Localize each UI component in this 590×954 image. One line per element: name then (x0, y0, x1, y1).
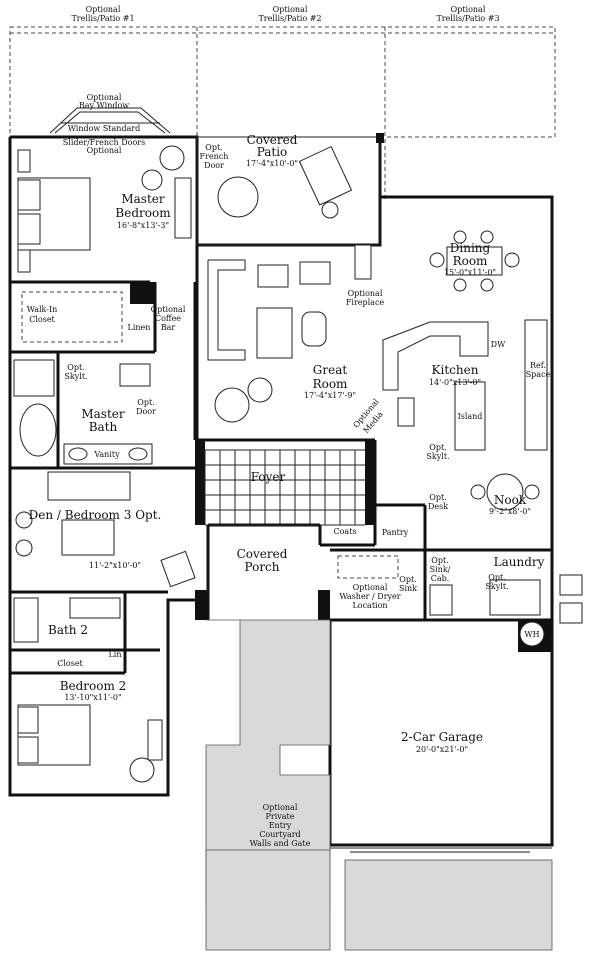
master-bedroom-line1: Master (121, 192, 165, 206)
courtyard-line5: Walls and Gate (250, 839, 311, 848)
courtyard-line2: Private (265, 812, 294, 821)
coffee-bar-line3: Bar (161, 323, 176, 332)
washer-dryer-line2: Washer / Dryer (339, 592, 400, 601)
slider-doors-line2: Optional (87, 146, 122, 155)
opt-sink-cab-line3: Cab. (431, 574, 450, 583)
nook-label: Nook (494, 493, 527, 507)
great-room-line1: Great (313, 363, 348, 377)
covered-porch-line2: Porch (245, 560, 280, 574)
opt-sink-cab-line2: Sink/ (430, 565, 451, 574)
washer-dryer-line3: Location (352, 601, 387, 610)
closet-label: Closet (57, 659, 83, 668)
trellis-3-line1: Optional (451, 5, 486, 14)
laundry-label: Laundry (494, 555, 545, 569)
den-label: Den / Bedroom 3 Opt. (29, 508, 162, 522)
room-labels: Master Bedroom 16'-8"x13'-3" Slider/Fren… (27, 133, 551, 848)
dining-room-line2: Room (453, 254, 488, 268)
opt-skylt-kitchen-line1: Opt. (429, 443, 446, 452)
opt-sink-line1: Opt. (399, 575, 416, 584)
kitchen-line1: Kitchen (432, 363, 479, 377)
den-dims: 11'-2"x10'-0" (89, 561, 141, 570)
bay-window-line2: Bay Window (79, 101, 129, 110)
wh-label: WH (524, 630, 539, 639)
trellis-patio-outline (9, 26, 556, 200)
ref-space-line2: Space (526, 370, 551, 379)
coats-label: Coats (333, 527, 356, 536)
bedroom2-dims: 13'-10"x11'-0" (64, 693, 121, 702)
dining-room-dims: 15'-0"x11'-0" (444, 268, 496, 277)
opt-sink-line2: Sink (399, 584, 417, 593)
opt-fireplace-line1: Optional (348, 289, 383, 298)
opt-skylt-laundry-line2: Skylt. (485, 582, 508, 591)
opt-door-line1: Opt. (137, 398, 154, 407)
opt-desk-line1: Opt. (429, 493, 446, 502)
lin-label: Lin (108, 650, 121, 659)
covered-patio-line2: Patio (257, 145, 288, 159)
courtyard-line1: Optional (263, 803, 298, 812)
master-bath-line1: Master (81, 407, 125, 421)
bay-window: Optional Bay Window Window Standard (49, 93, 171, 134)
kitchen-dims: 14'-0"x13'-0" (429, 378, 481, 387)
opt-skylt-bath-line1: Opt. (67, 363, 84, 372)
covered-patio-dims: 17'-4"x10'-0" (246, 159, 298, 168)
garage-label: 2-Car Garage (401, 730, 483, 744)
master-bedroom-line2: Bedroom (115, 206, 171, 220)
bath2-label: Bath 2 (48, 623, 88, 637)
bedroom2-label: Bedroom 2 (60, 679, 127, 693)
opt-door-line2: Door (136, 407, 156, 416)
furniture (13, 145, 583, 783)
trellis-labels: Optional Trellis/Patio #1 Optional Trell… (71, 5, 499, 23)
garage-dims: 20'-0"x21'-0" (416, 745, 468, 754)
walk-in-closet-line2: Closet (29, 315, 55, 324)
courtyard-line4: Courtyard (259, 830, 300, 839)
island-label: Island (458, 412, 483, 421)
foyer-label: Foyer (251, 470, 286, 484)
great-room-dims: 17'-4"x17'-9" (304, 391, 356, 400)
garage-door (330, 847, 552, 853)
trellis-1-line2: Trellis/Patio #1 (71, 14, 134, 23)
opt-sink-cab-line1: Opt. (431, 556, 448, 565)
covered-porch-line1: Covered (237, 547, 288, 561)
courtyard-line3: Entry (269, 821, 292, 830)
linen-label: Linen (128, 323, 151, 332)
pantry-label: Pantry (382, 528, 409, 537)
opt-skylt-kitchen-line2: Skylt. (426, 452, 449, 461)
trellis-2-line1: Optional (273, 5, 308, 14)
covered-patio-outline (196, 136, 381, 246)
master-bedroom-dims: 16'-8"x13'-3" (117, 221, 169, 230)
walk-in-closet-line1: Walk-In (27, 305, 58, 314)
opt-french-door-line1: Opt. (205, 143, 222, 152)
opt-fireplace-line2: Fireplace (346, 298, 385, 307)
trellis-2-line2: Trellis/Patio #2 (258, 14, 321, 23)
ref-space-line1: Ref. (530, 361, 546, 370)
trellis-3-line2: Trellis/Patio #3 (436, 14, 499, 23)
coffee-bar-line1: Optional (151, 305, 186, 314)
opt-french-door-line3: Door (204, 161, 224, 170)
vanity-label: Vanity (93, 450, 120, 459)
opt-french-door-line2: French (200, 152, 229, 161)
walkway-courtyard (205, 619, 553, 951)
washer-dryer-line1: Optional (353, 583, 388, 592)
dw-label: DW (491, 340, 506, 349)
window-standard-label: Window Standard (68, 124, 141, 133)
foyer-tiles (204, 449, 365, 526)
opt-desk-line2: Desk (428, 502, 448, 511)
trellis-1-line1: Optional (86, 5, 121, 14)
great-room-line2: Room (313, 377, 348, 391)
dining-room-line1: Dining (450, 241, 491, 255)
covered-patio-line1: Covered (247, 133, 298, 147)
bay-window-line1: Optional (87, 93, 122, 102)
opt-skylt-bath-line2: Skylt. (64, 372, 87, 381)
slider-doors-line1: Slider/French Doors (63, 138, 145, 147)
coffee-bar-line2: Coffee (155, 314, 181, 323)
master-bath-line2: Bath (89, 420, 118, 434)
nook-dims: 9'-2"x8'-0" (489, 507, 531, 516)
opt-skylt-laundry-line1: Opt. (488, 573, 505, 582)
